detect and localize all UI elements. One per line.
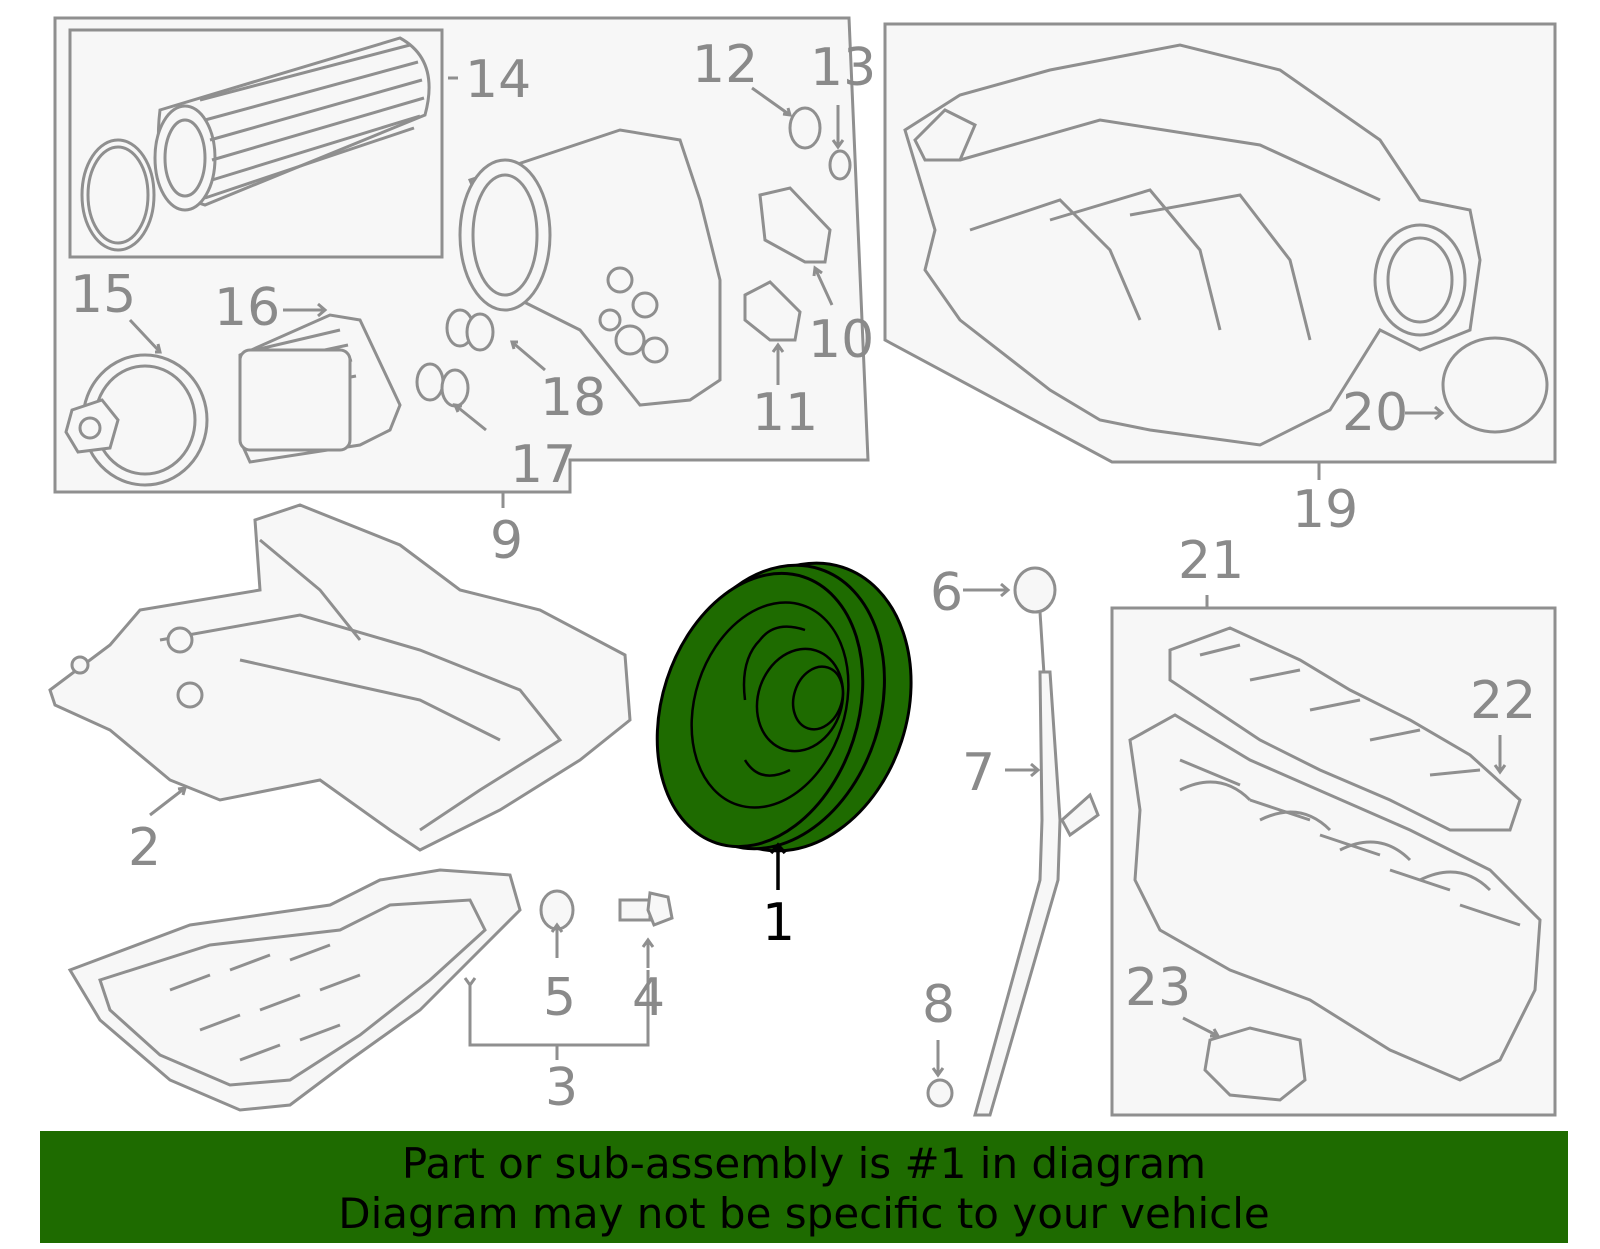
oil-filter-housing [458, 128, 722, 407]
oil-filter-element [80, 36, 431, 252]
callout-20: 20 [1342, 383, 1408, 443]
callout-1: 1 [762, 893, 795, 953]
gasket-11 [743, 280, 802, 342]
callout-13: 13 [810, 38, 876, 98]
filter-cap [64, 353, 209, 487]
callout-16: 16 [214, 278, 280, 338]
callout-9: 9 [490, 511, 523, 571]
callout-3: 3 [545, 1058, 578, 1118]
callout-19: 19 [1292, 480, 1358, 540]
manifold-gasket-22 [1168, 626, 1522, 832]
seal-12 [788, 106, 822, 150]
crankshaft-pulley-highlighted [655, 561, 913, 853]
callout-4: 4 [632, 968, 665, 1028]
callout-6: 6 [930, 563, 963, 623]
seal-13 [828, 149, 852, 181]
callout-8: 8 [922, 975, 955, 1035]
lower-intake-manifold [1128, 713, 1542, 1082]
dipstick-seal-8 [926, 1078, 954, 1108]
callout-12: 12 [692, 35, 758, 95]
callout-21: 21 [1178, 531, 1244, 591]
callout-numbers: 1 2 3 4 5 6 7 8 9 10 11 12 13 14 15 16 1… [70, 35, 1536, 1118]
oil-cooler [238, 313, 402, 464]
gasket-20 [1441, 336, 1549, 434]
banner-line-part: Part or sub-assembly is #1 in diagram [401, 1139, 1207, 1188]
intake-manifold [903, 43, 1482, 447]
upper-oil-pan [48, 503, 632, 852]
gasket-10 [758, 186, 832, 264]
callout-10: 10 [808, 310, 874, 370]
callout-18: 18 [540, 368, 606, 428]
callout-11: 11 [752, 383, 818, 443]
oil-dipstick [973, 566, 1100, 1117]
callout-5: 5 [543, 968, 576, 1028]
callout-23: 23 [1125, 958, 1191, 1018]
callout-15: 15 [70, 265, 136, 325]
o-rings-17-18 [415, 308, 495, 408]
callout-7: 7 [962, 743, 995, 803]
info-banner: Part or sub-assembly is #1 in diagram Di… [40, 1131, 1568, 1243]
lower-oil-pan [67, 868, 522, 1112]
callout-17: 17 [510, 435, 576, 495]
banner-line-disclaimer: Diagram may not be specific to your vehi… [338, 1189, 1270, 1238]
drain-plug-4 [618, 891, 674, 927]
leader-lines [128, 76, 1507, 1078]
callout-14: 14 [465, 50, 531, 110]
callout-22: 22 [1470, 671, 1536, 731]
callout-2: 2 [128, 818, 161, 878]
gasket-23 [1203, 1026, 1307, 1102]
